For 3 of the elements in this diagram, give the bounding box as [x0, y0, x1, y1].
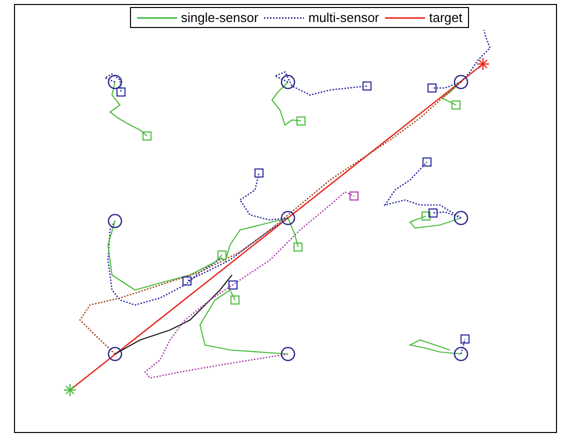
legend-label: target — [429, 11, 462, 24]
legend-label: single-sensor — [181, 11, 258, 24]
legend-label: multi-sensor — [308, 11, 380, 24]
